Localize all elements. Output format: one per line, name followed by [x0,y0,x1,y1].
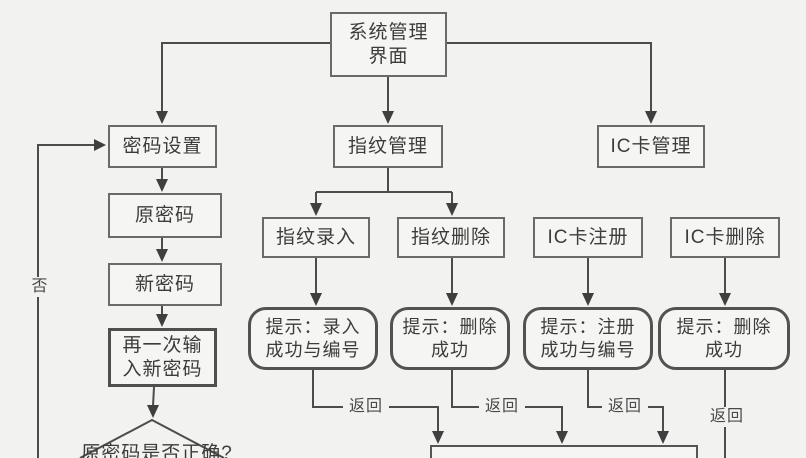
edge-system-to-password [156,42,330,124]
node-ic-card-delete: IC卡删除 [670,217,780,258]
node-fingerprint-delete: 指纹删除 [397,217,505,258]
edge-label-return-4: 返回 [704,407,750,427]
node-reenter-new-password: 再一次输 入新密码 [108,328,217,387]
edge-no-feedback [37,139,106,458]
node-fingerprint-enroll: 指纹录入 [262,217,370,258]
node-prompt-register-success: 提示：注册 成功与编号 [523,307,653,370]
edge-old-to-new [156,238,168,262]
node-prompt-enroll-success: 提示：录入 成功与编号 [248,307,378,370]
edge-fpenroll-to-prompt [310,258,322,306]
edge-label-return-3: 返回 [602,397,648,417]
decision-diamond [79,418,225,458]
edge-fpdelete-to-prompt [446,258,458,306]
node-fingerprint-management: 指纹管理 [333,125,443,168]
edge-reenter-to-decision [147,386,159,418]
edge-password-to-old [156,168,168,192]
node-ic-card-management: IC卡管理 [597,125,705,168]
node-password-settings: 密码设置 [108,125,217,168]
decision-label-old-password-correct: 原密码是否正确? [81,443,233,458]
node-prompt-ic-delete-success: 提示：删除 成功 [658,307,790,370]
node-new-password: 新密码 [108,263,222,306]
edge-label-no: 否 [28,277,52,297]
edge-system-to-fingerprint [382,77,394,124]
edge-icregister-to-prompt [582,258,594,306]
node-prompt-fp-delete-success: 提示：删除 成功 [390,307,510,370]
edge-label-return-2: 返回 [479,397,525,417]
edge-new-to-reenter [156,306,168,327]
edge-icdelete-to-prompt [719,258,731,306]
edge-fingerprint-split [310,168,458,216]
node-system-management: 系统管理 界面 [330,12,447,77]
edge-system-to-ic [447,42,657,124]
node-bottom-collector [430,445,698,458]
node-ic-card-register: IC卡注册 [533,217,643,258]
node-old-password: 原密码 [108,193,222,238]
edge-label-return-1: 返回 [343,397,389,417]
